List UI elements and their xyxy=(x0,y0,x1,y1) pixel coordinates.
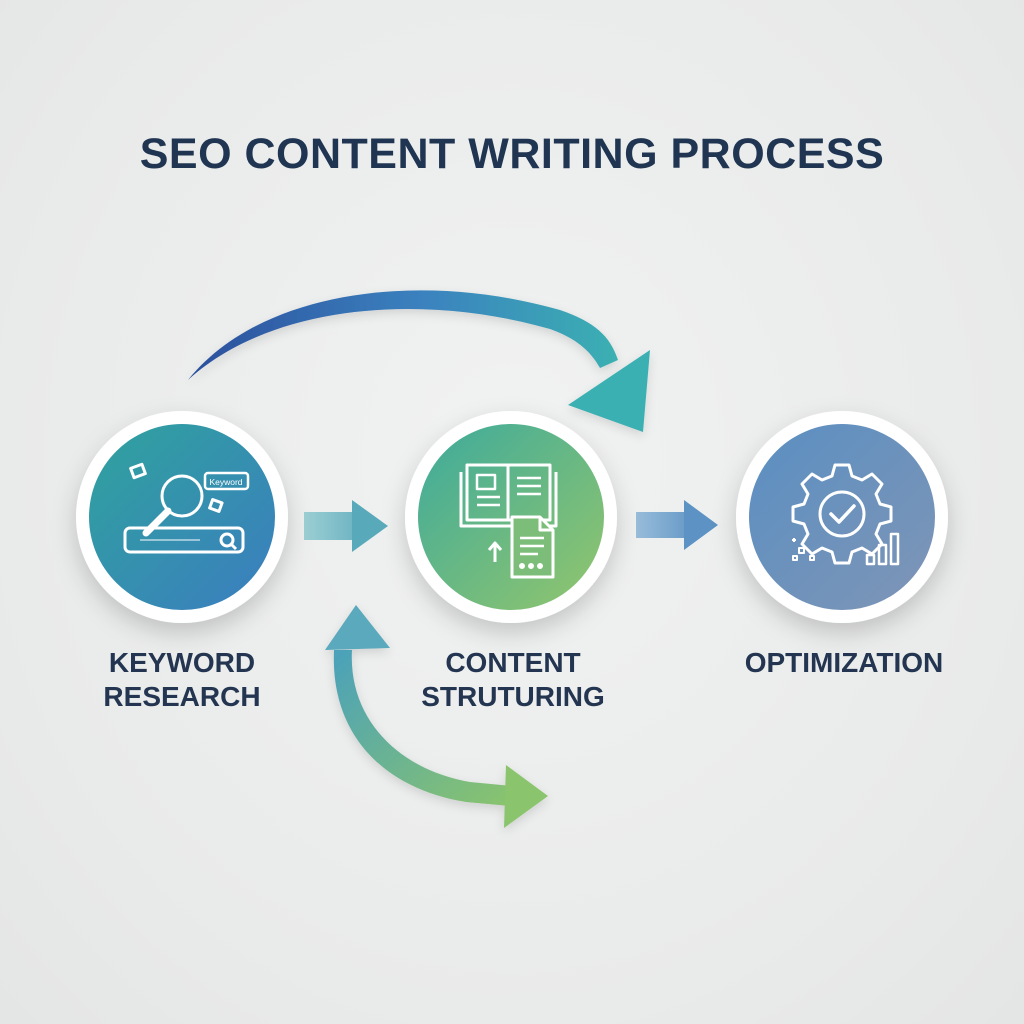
arrow-1-to-2 xyxy=(304,500,388,552)
step-label-line: KEYWORD xyxy=(108,647,256,678)
keyword-search-icon xyxy=(123,462,250,554)
step-label-line: CONTENT xyxy=(445,647,581,678)
document-structure-icon xyxy=(459,463,558,579)
arrow-2-to-3 xyxy=(636,500,718,550)
step-circle-optimization xyxy=(736,411,948,623)
step-circle-keyword-research: Keyword xyxy=(76,411,288,623)
top-curved-arrow xyxy=(188,290,650,432)
step-label-content-structuring: CONTENT STRUTURING xyxy=(388,646,638,714)
step-label-line: OPTIMIZATION xyxy=(744,647,944,678)
gear-check-icon xyxy=(791,463,900,566)
step-label-line: RESEARCH xyxy=(103,681,261,712)
page-title: SEO CONTENT WRITING PROCESS xyxy=(139,130,885,178)
keyword-tag-text: Keyword xyxy=(209,477,242,487)
step-label-optimization: OPTIMIZATION xyxy=(714,646,974,680)
bottom-curved-arrow xyxy=(325,605,548,828)
step-label-line: STRUTURING xyxy=(421,681,605,712)
step-label-keyword-research: KEYWORD RESEARCH xyxy=(62,646,302,714)
step-circle-content-structuring xyxy=(405,411,617,623)
